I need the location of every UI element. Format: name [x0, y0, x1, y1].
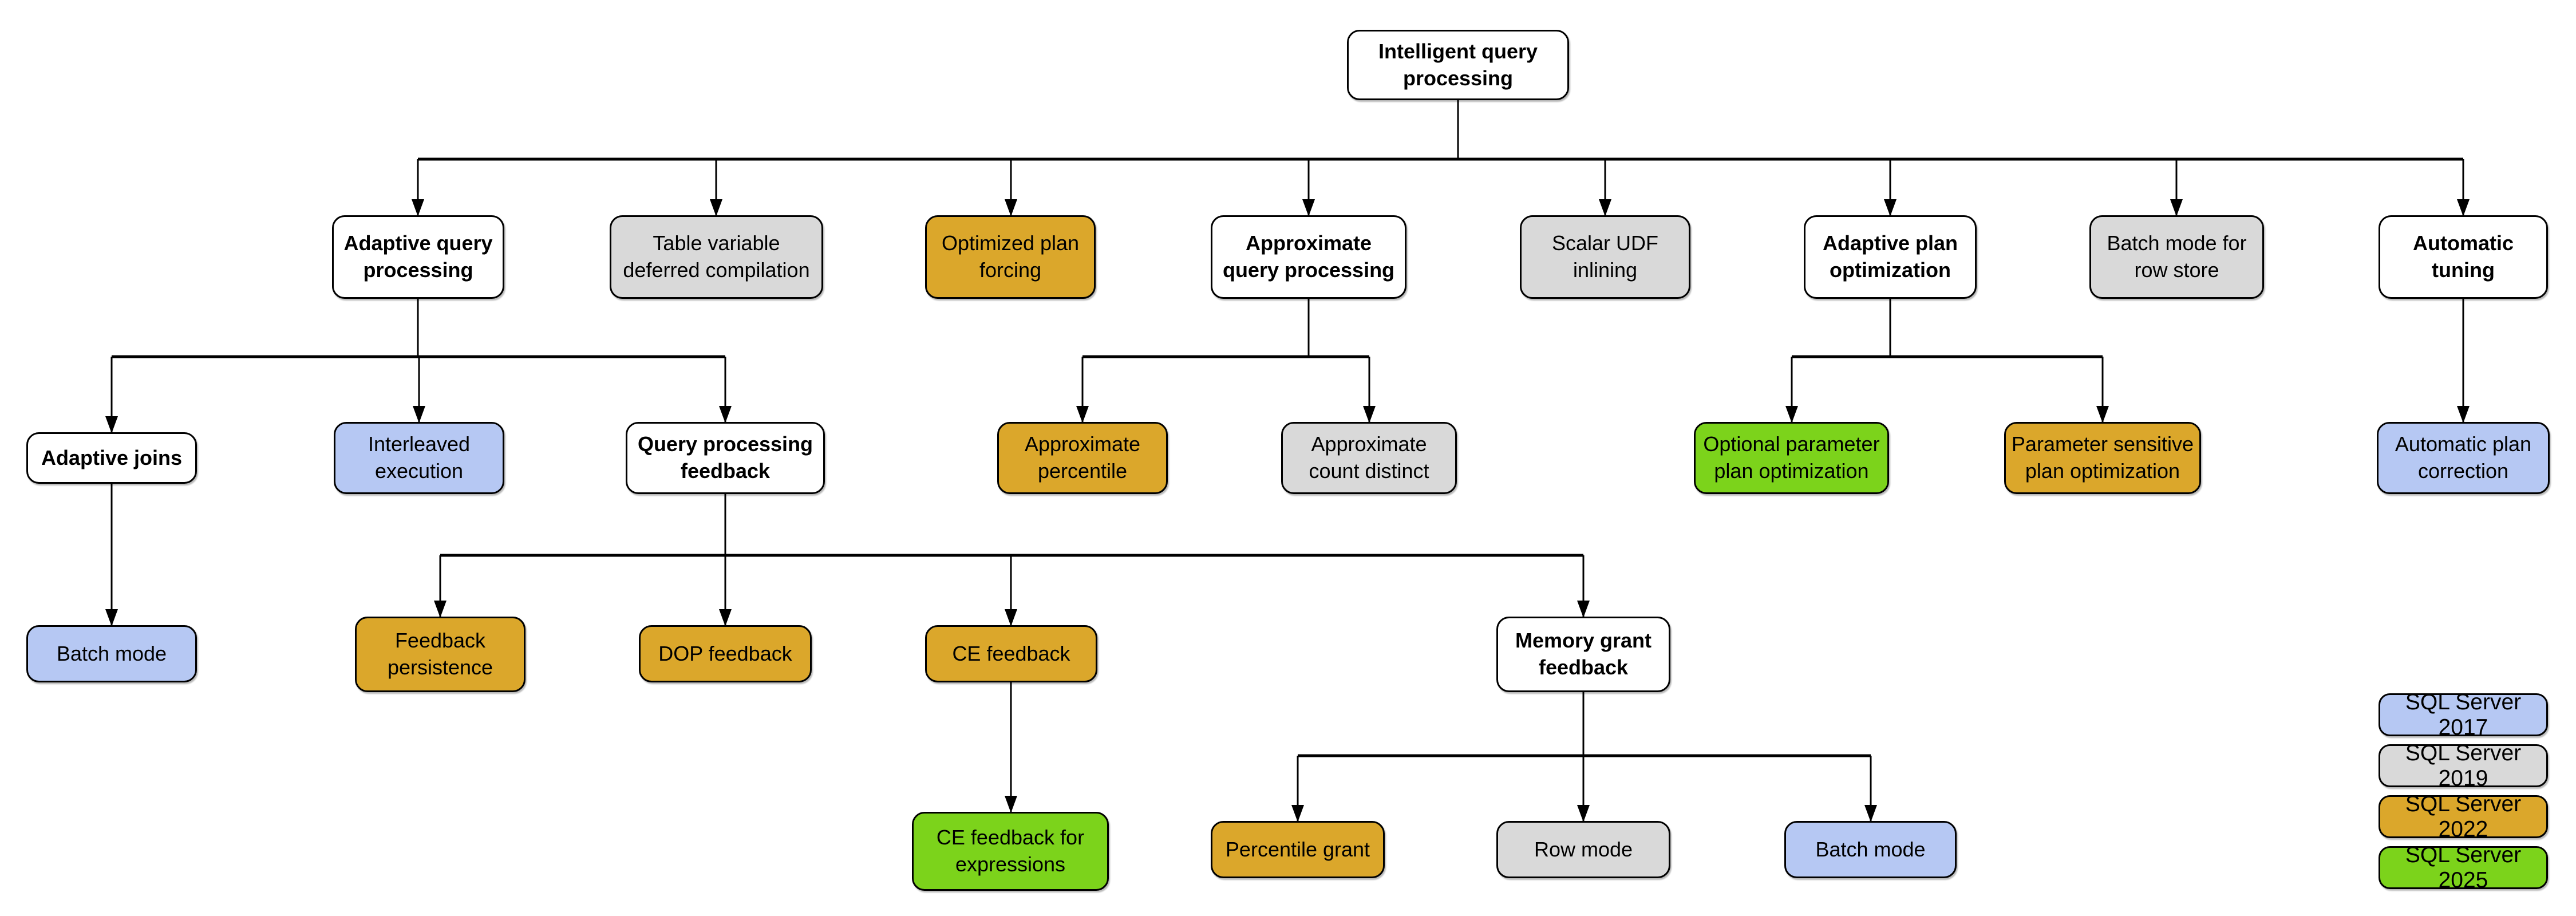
- node-scalar-udf-inlining: Scalar UDF inlining: [1520, 215, 1690, 299]
- node-row-mode: Row mode: [1496, 821, 1670, 878]
- node-batch-mode-for-row-store: Batch mode for row store: [2089, 215, 2264, 299]
- node-interleaved-execution: Interleaved execution: [334, 422, 504, 494]
- legend-sql-server-2022: SQL Server 2022: [2379, 792, 2548, 842]
- node-query-processing-feedback: Query processing feedback: [626, 422, 825, 494]
- node-approximate-query-processing: Approximate query processing: [1211, 215, 1406, 299]
- node-ce-feedback-for-expressions: CE feedback for expressions: [912, 812, 1109, 891]
- node-approximate-count-distinct: Approximate count distinct: [1281, 422, 1457, 494]
- node-adaptive-plan-optimization: Adaptive plan optimization: [1804, 215, 1977, 299]
- node-batch-mode-memory-grant: Batch mode: [1784, 821, 1957, 878]
- node-parameter-sensitive-plan-optimization: Parameter sensitive plan optimization: [2004, 422, 2201, 494]
- node-memory-grant-feedback: Memory grant feedback: [1496, 617, 1670, 692]
- node-automatic-plan-correction: Automatic plan correction: [2377, 422, 2550, 494]
- legend-sql-server-2017: SQL Server 2017: [2379, 690, 2548, 740]
- node-feedback-persistence: Feedback persistence: [355, 617, 526, 692]
- node-batch-mode-adaptive-joins: Batch mode: [26, 625, 197, 682]
- node-adaptive-joins: Adaptive joins: [26, 432, 197, 484]
- node-optimized-plan-forcing: Optimized plan forcing: [925, 215, 1096, 299]
- node-automatic-tuning: Automatic tuning: [2379, 215, 2548, 299]
- node-intelligent-query-processing: Intelligent query processing: [1347, 30, 1569, 100]
- node-ce-feedback: CE feedback: [925, 625, 1097, 682]
- node-approximate-percentile: Approximate percentile: [997, 422, 1168, 494]
- legend-sql-server-2019: SQL Server 2019: [2379, 741, 2548, 791]
- node-adaptive-query-processing: Adaptive query processing: [332, 215, 504, 299]
- legend-sql-server-2025: SQL Server 2025: [2379, 843, 2548, 893]
- node-percentile-grant: Percentile grant: [1211, 821, 1385, 878]
- node-optional-parameter-plan-optimization: Optional parameter plan optimization: [1694, 422, 1889, 494]
- node-table-variable-deferred-compilation: Table variable deferred compilation: [610, 215, 823, 299]
- node-dop-feedback: DOP feedback: [639, 625, 812, 682]
